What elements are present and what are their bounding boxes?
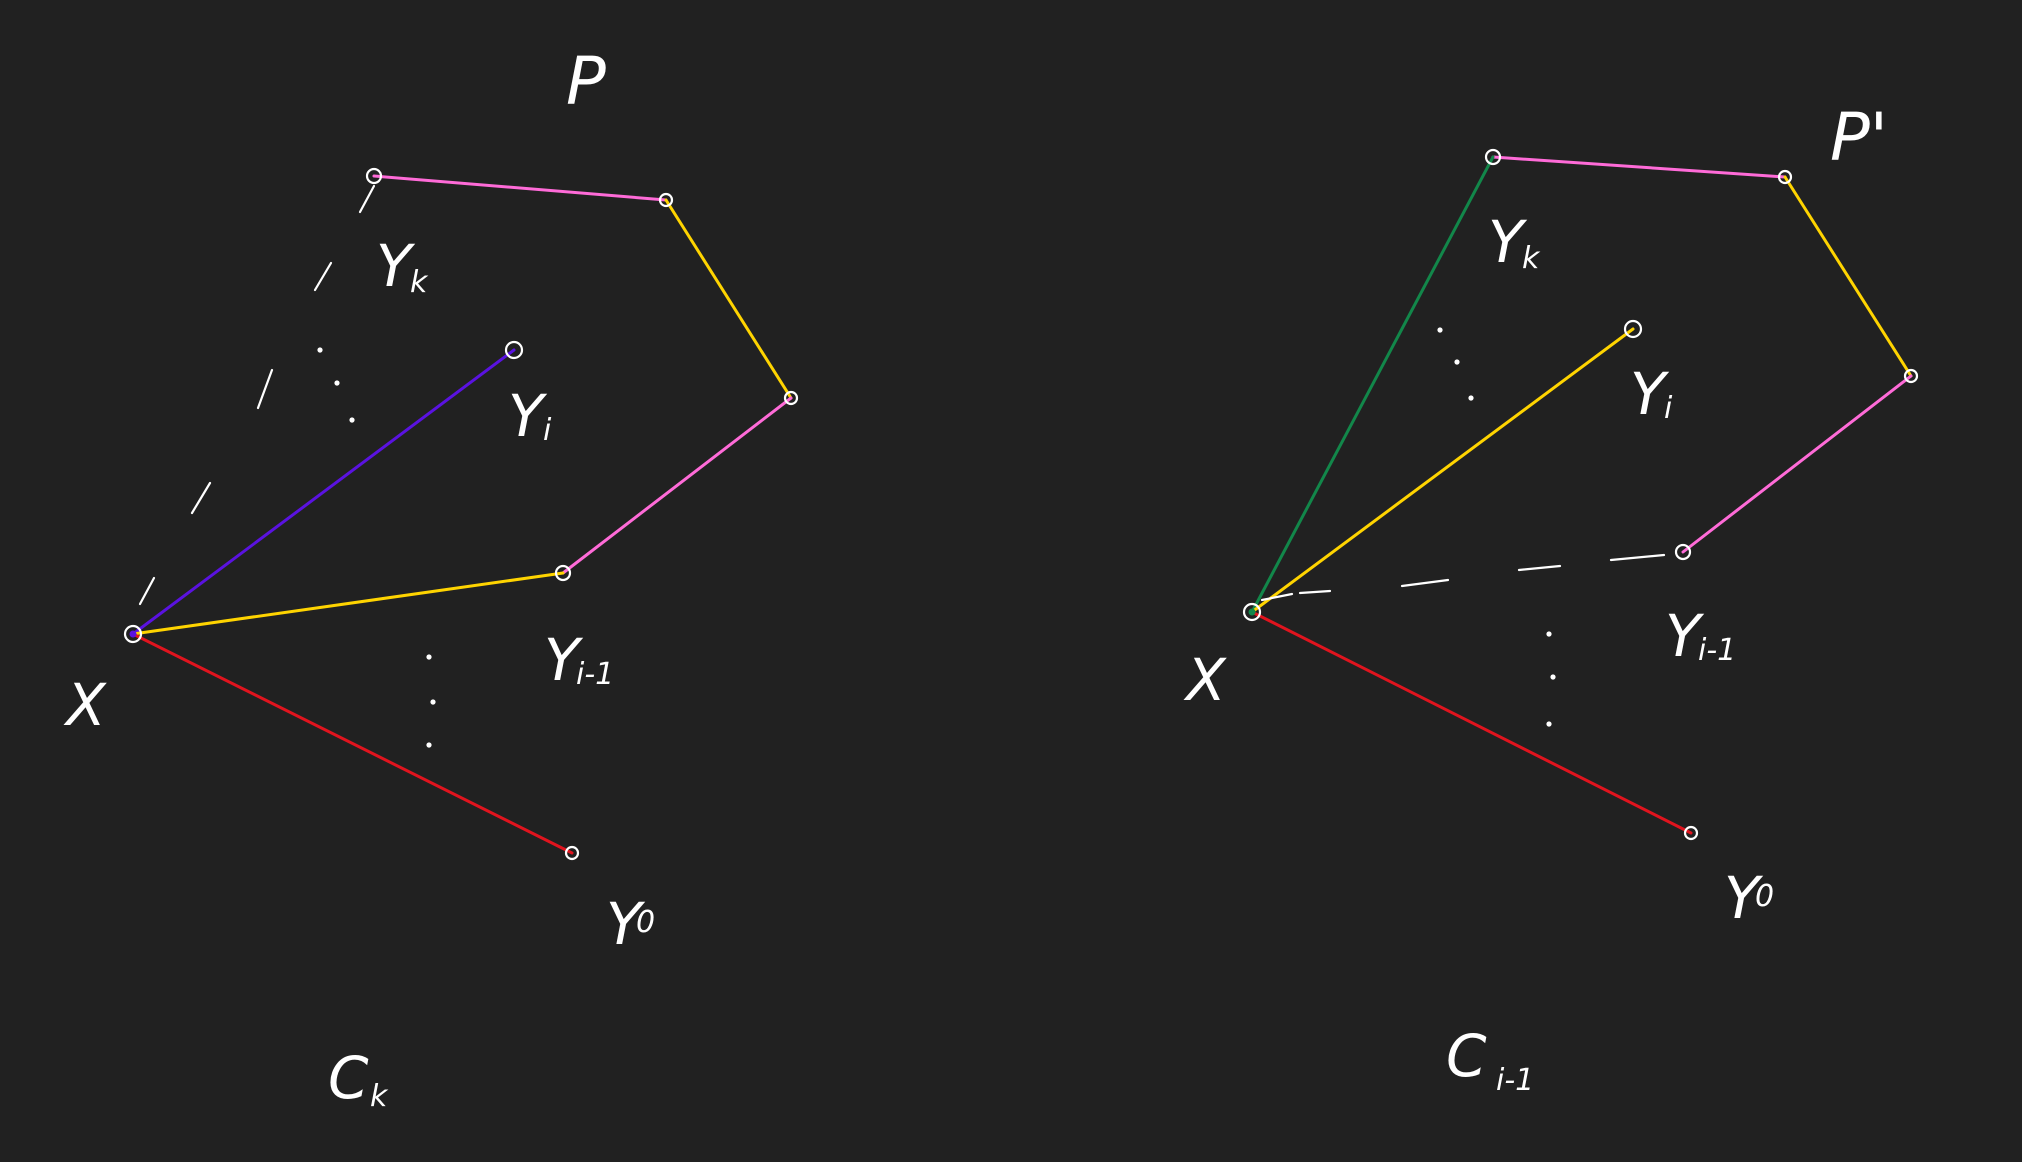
dashed-x-to-yi1 bbox=[1260, 553, 1666, 602]
left-label-yi1: Y bbox=[544, 626, 584, 694]
left-label-y0: Y bbox=[606, 890, 646, 958]
left-label-yk-sub: k bbox=[410, 265, 429, 300]
left-caption-sub: k bbox=[370, 1079, 389, 1114]
vertex-yi1 bbox=[1674, 543, 1692, 561]
ellipsis-dots bbox=[317, 347, 436, 748]
vertex-yk bbox=[365, 167, 383, 185]
edge-yk-to-top-right bbox=[372, 174, 668, 202]
edge-yk-to-top-right bbox=[1491, 155, 1787, 179]
right-label-yk: Y bbox=[1488, 208, 1528, 276]
vertices bbox=[1242, 148, 1919, 841]
left-caption: C bbox=[328, 1044, 369, 1112]
left-label-yi: Y bbox=[508, 382, 548, 450]
edge-x-to-y0 bbox=[1250, 610, 1693, 835]
vertex-yi bbox=[504, 340, 524, 360]
edge-top-right-to-right bbox=[1783, 175, 1913, 378]
right-label-yi: Y bbox=[1630, 360, 1670, 428]
vertex-y0 bbox=[1683, 825, 1699, 841]
vertex-right bbox=[783, 390, 799, 406]
vertex-yi bbox=[1623, 319, 1643, 339]
ellipsis-dots bbox=[1437, 327, 1556, 727]
left-label-y0-sub: 0 bbox=[636, 905, 655, 940]
right-label-yk-sub: k bbox=[1522, 241, 1541, 276]
right-label-yi-sub: i bbox=[1664, 391, 1673, 426]
vertex-top-right bbox=[658, 192, 674, 208]
left-label-x: X bbox=[63, 671, 107, 739]
left-label-yi-sub: i bbox=[543, 413, 552, 448]
edge-x-to-yi bbox=[131, 348, 516, 636]
dashed-x-to-yk bbox=[138, 184, 376, 606]
vertex-top-right bbox=[1777, 169, 1793, 185]
edge-top-right-to-right bbox=[664, 198, 793, 400]
left-title: P bbox=[566, 43, 606, 120]
vertices bbox=[123, 167, 799, 861]
right-title: P' bbox=[1830, 99, 1888, 176]
left-label-yk: Y bbox=[376, 232, 416, 300]
edge-x-to-yi bbox=[1250, 327, 1635, 614]
left-diagram: P X Y k Y i Y i-1 Y 0 C k bbox=[63, 43, 799, 1114]
right-caption: C bbox=[1446, 1022, 1487, 1090]
right-label-y0-sub: 0 bbox=[1755, 879, 1774, 914]
vertex-right bbox=[1903, 368, 1919, 384]
edge-x-to-yk bbox=[1250, 155, 1495, 614]
vertex-yk bbox=[1484, 148, 1502, 166]
right-diagram: P' X Y k Y i Y i-1 Y 0 C i-1 bbox=[1183, 99, 1919, 1098]
edge-right-to-yi1 bbox=[561, 396, 793, 575]
right-label-y0: Y bbox=[1724, 864, 1764, 932]
left-label-yi1-sub: i-1 bbox=[576, 657, 614, 692]
edge-x-to-y0 bbox=[131, 632, 574, 855]
right-label-yi1: Y bbox=[1665, 602, 1705, 670]
right-label-yi1-sub: i-1 bbox=[1698, 633, 1736, 668]
vertex-x bbox=[123, 624, 143, 644]
vertex-y0 bbox=[564, 845, 580, 861]
edge-right-to-yi1 bbox=[1681, 374, 1913, 554]
edge-x-to-yi1 bbox=[131, 571, 565, 636]
vertex-yi1 bbox=[554, 564, 572, 582]
right-caption-sub: i-1 bbox=[1496, 1063, 1534, 1098]
vertex-x bbox=[1242, 602, 1262, 622]
right-label-x: X bbox=[1183, 646, 1227, 714]
